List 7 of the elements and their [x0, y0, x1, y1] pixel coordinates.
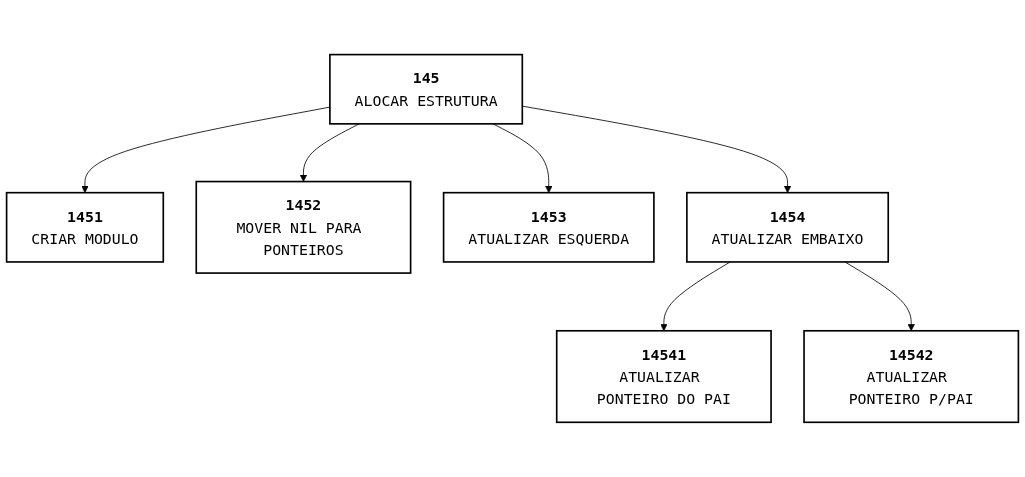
node-box: 1452 MOVER NIL PARA PONTEIROS	[195, 180, 412, 274]
node-box: 14541 ATUALIZAR PONTEIRO DO PAI	[555, 330, 772, 424]
node-box: 1451 CRIAR MODULO	[5, 191, 165, 263]
node-box: 14542 ATUALIZAR PONTEIRO P/PAI	[803, 330, 1020, 424]
node-box: 1453 ATUALIZAR ESQUERDA	[442, 191, 655, 263]
node-box: 1454 ATUALIZAR EMBAIXO	[686, 191, 890, 263]
node-box: 145 ALOCAR ESTRUTURA	[329, 53, 524, 125]
